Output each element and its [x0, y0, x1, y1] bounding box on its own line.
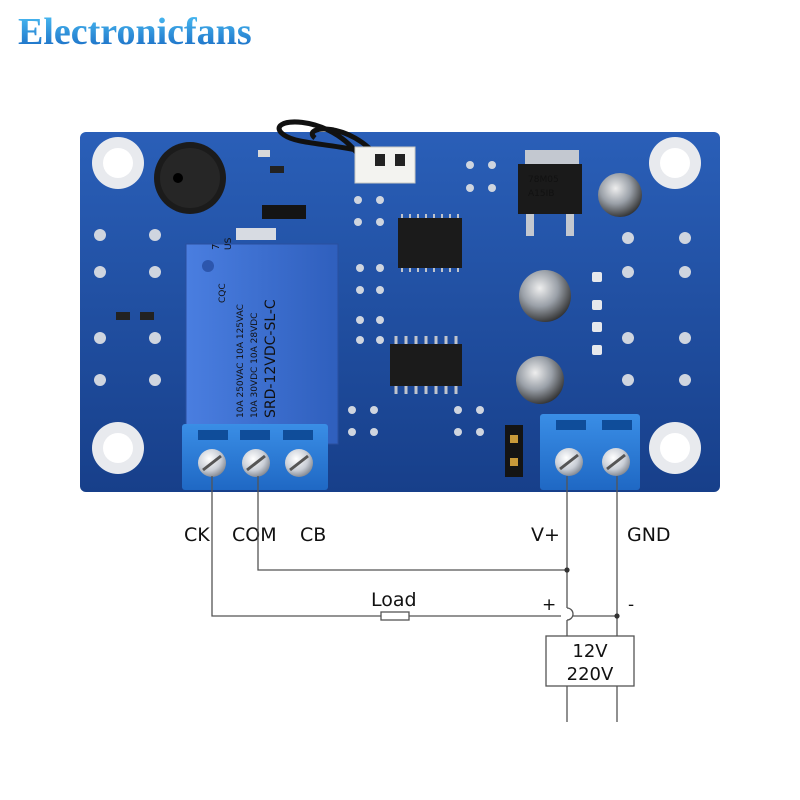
- jumper: [505, 425, 523, 477]
- terminal-screw-gnd: [602, 448, 630, 476]
- supply-voltage-ac: 220V: [567, 664, 614, 685]
- wire-com: [257, 476, 567, 571]
- label-vplus: V+: [531, 524, 560, 546]
- terminal-screw-com: [242, 449, 270, 477]
- label-ck: CK: [184, 524, 210, 546]
- wire-vplus-crossover: [566, 607, 574, 621]
- power-terminal-block: [540, 414, 640, 490]
- buzzer: [154, 142, 226, 214]
- wiring: [211, 476, 618, 722]
- terminal-labels: CK COM CB V+ GND: [184, 524, 671, 546]
- junction-dot-com: [564, 567, 570, 573]
- power-supply-box: 12V 220V: [545, 635, 635, 687]
- label-cb: CB: [300, 524, 326, 546]
- voltage-regulator: 78M05 A15IB: [518, 150, 582, 236]
- relay-cert: US: [224, 237, 234, 250]
- relay-rating-line1: 10A 250VAC 10A 125VAC: [236, 304, 246, 418]
- load-resistor: Load: [371, 589, 417, 621]
- junction-dot-gnd: [614, 613, 620, 619]
- regulator-code: A15IB: [528, 189, 554, 199]
- terminal-screw-vplus: [555, 448, 583, 476]
- terminal-screw-cb: [285, 449, 313, 477]
- minus-sign: -: [628, 595, 634, 615]
- load-label: Load: [371, 589, 417, 611]
- smd-parts: [116, 150, 306, 320]
- sensor-connector: [276, 119, 416, 184]
- relay-model: SRD-12VDC-SL-C: [263, 299, 279, 418]
- capacitors: [516, 173, 642, 404]
- plus-sign: +: [542, 595, 556, 615]
- relay: 10A 250VAC 10A 125VAC 10A 30VDC 10A 28VD…: [185, 237, 339, 445]
- brand-text: Electronicfans: [18, 11, 252, 53]
- label-gnd: GND: [627, 524, 671, 546]
- terminal-screw-ck: [198, 449, 226, 477]
- wire-ck: [211, 476, 381, 617]
- regulator-model: 78M05: [528, 175, 559, 185]
- supply-voltage-dc: 12V: [572, 641, 608, 662]
- ic-chip-bottom: [390, 336, 462, 394]
- relay-number: 7: [211, 244, 222, 250]
- mounting-holes: [92, 137, 701, 474]
- relay-mark: CQC: [218, 283, 228, 303]
- brand-logo: Electronicfans: [18, 10, 252, 54]
- ic-chip-top: [398, 214, 462, 272]
- relay-rating-line2: 10A 30VDC 10A 28VDC: [250, 313, 260, 418]
- relay-terminal-block: [182, 424, 328, 490]
- indicator-pads: [592, 272, 602, 355]
- solder-pads: [94, 161, 691, 436]
- label-com: COM: [232, 524, 277, 546]
